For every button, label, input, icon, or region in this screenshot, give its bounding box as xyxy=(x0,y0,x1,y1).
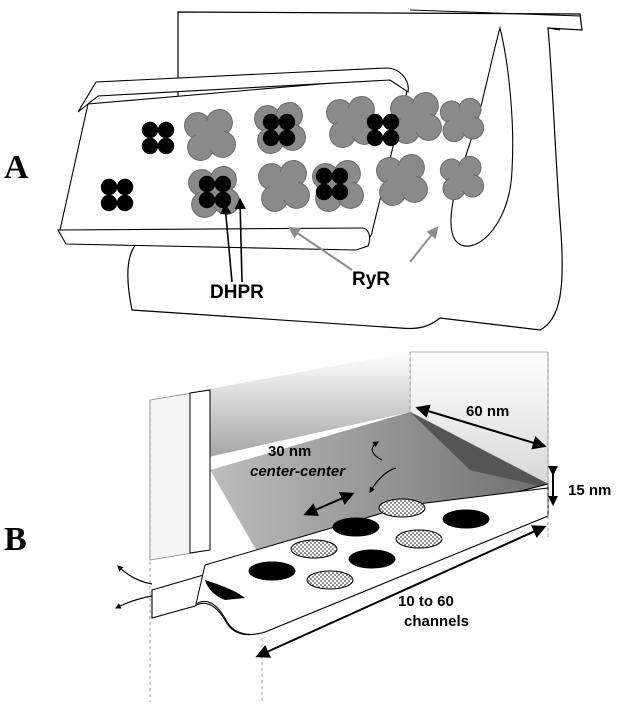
junction-channel xyxy=(290,539,338,559)
spacing-label-line2: center-center xyxy=(250,463,346,480)
height-label: 15 nm xyxy=(568,482,611,499)
dhpr-tetrad xyxy=(141,121,175,155)
junction-channel xyxy=(248,561,296,581)
ryr-clover xyxy=(258,160,310,212)
ryr-pointer-1 xyxy=(288,226,353,271)
flow-arrow-up xyxy=(371,441,383,461)
junction-channel xyxy=(378,498,426,518)
dhpr-tetrad xyxy=(262,113,296,147)
ryr-clover xyxy=(390,92,442,144)
ryr-label: RyR xyxy=(352,269,390,290)
junction-channel xyxy=(306,570,354,590)
count-label-line2: channels xyxy=(404,613,469,630)
flow-arrow-exit-up xyxy=(117,565,153,585)
ryr-clover xyxy=(439,97,485,143)
dhpr-label: DHPR xyxy=(210,282,264,303)
ryr-clover xyxy=(184,109,236,161)
t-tubule-bottom-lip xyxy=(57,227,371,251)
ryr-clover xyxy=(439,155,485,201)
flow-arrow-top xyxy=(369,467,397,494)
t-tubule-slab-face xyxy=(189,389,211,554)
spacing-dimension-arrow xyxy=(303,492,355,516)
count-label-line1: 10 to 60 xyxy=(398,593,454,610)
spacing-label-line1: 30 nm xyxy=(268,443,311,460)
panel-a: A DHPR RyR xyxy=(4,9,583,331)
dhpr-tetrad xyxy=(366,113,400,147)
t-tubule-top-lip xyxy=(77,67,409,113)
ryr-pointer-2 xyxy=(409,226,439,263)
count-dimension-arrow xyxy=(255,525,547,658)
width-dimension-arrow xyxy=(415,404,547,450)
dhpr-array xyxy=(100,113,400,212)
panel-b: B 30 nm center-center 60 nm 15 nm 10 to … xyxy=(4,351,611,702)
ryr-clover xyxy=(254,102,306,154)
flow-arrow-exit-down xyxy=(114,595,153,609)
dhpr-tetrad xyxy=(100,178,134,212)
dhpr-pointer-2 xyxy=(234,197,246,283)
dhpr-tetrad xyxy=(315,167,349,201)
junction-channel xyxy=(442,509,490,529)
junction-channel xyxy=(395,529,443,549)
panel-letter-a: A xyxy=(4,149,29,186)
ryr-clover xyxy=(188,166,240,218)
back-wall-left xyxy=(150,352,410,470)
junction-channel xyxy=(332,517,380,537)
width-label: 60 nm xyxy=(466,403,509,420)
gap-shadow xyxy=(205,580,245,600)
junction-channel xyxy=(348,549,396,569)
dhpr-pointer-1 xyxy=(220,202,233,283)
ryr-clover xyxy=(376,154,428,206)
panel-letter-b: B xyxy=(4,521,27,558)
